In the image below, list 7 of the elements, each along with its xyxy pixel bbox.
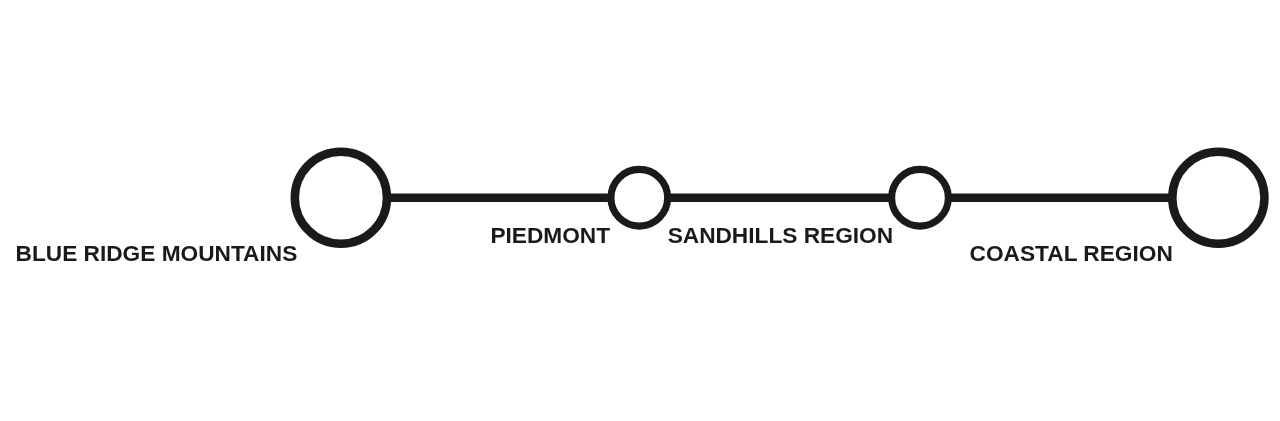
node-circle (888, 165, 952, 230)
node-label: COASTAL REGION (969, 239, 1173, 266)
connector (667, 193, 892, 202)
node-label: BLUE RIDGE MOUNTAINS (15, 239, 298, 266)
node-label: SANDHILLS REGION (667, 221, 894, 248)
node-label: PIEDMONT (490, 221, 611, 248)
node-circle (607, 165, 672, 230)
